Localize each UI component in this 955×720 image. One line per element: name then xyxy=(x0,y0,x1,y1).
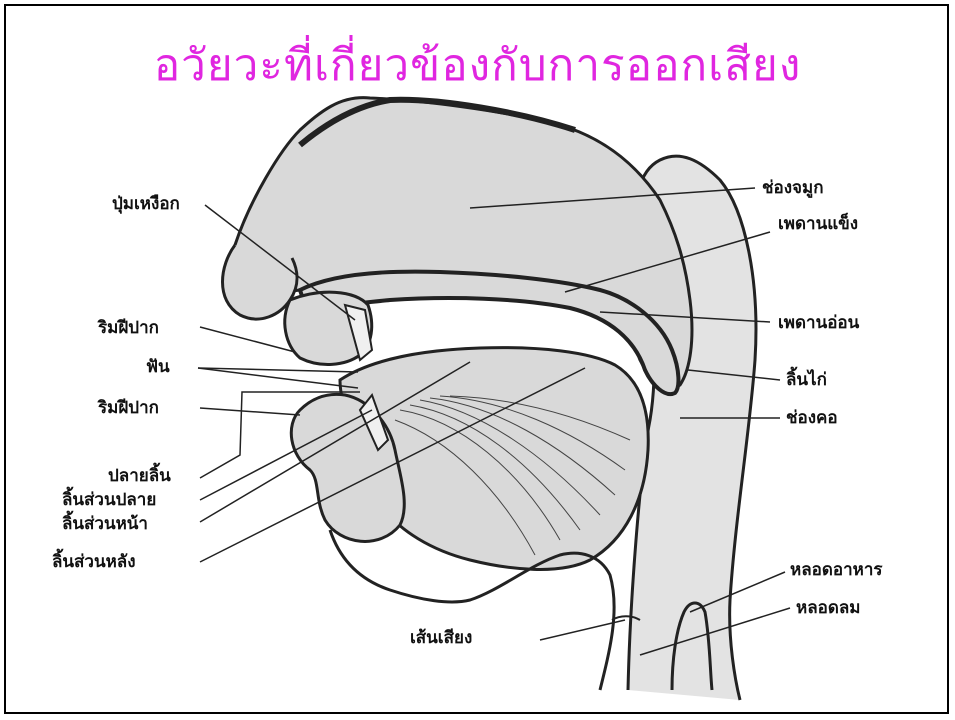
label-trachea: หลอดลม xyxy=(796,598,861,618)
label-nasal-cavity: ช่องจมูก xyxy=(762,178,824,198)
label-teeth: ฟัน xyxy=(146,357,170,377)
label-alveolar-ridge: ปุ่มเหงือก xyxy=(112,194,180,214)
label-tongue-back: ลิ้นส่วนหลัง xyxy=(52,552,136,572)
label-hard-palate: เพดานแข็ง xyxy=(778,214,858,234)
label-tongue-front: ลิ้นส่วนหน้า xyxy=(62,514,148,534)
label-tongue-blade: ลิ้นส่วนปลาย xyxy=(62,490,156,510)
label-soft-palate: เพดานอ่อน xyxy=(778,313,859,333)
label-vocal-cords: เส้นเสียง xyxy=(410,628,472,648)
label-lower-lip: ริมฝีปาก xyxy=(98,398,159,418)
diagram-title: อวัยวะที่เกี่ยวข้องกับการออกเสียง xyxy=(0,30,955,100)
label-upper-lip: ริมฝีปาก xyxy=(98,318,159,338)
label-pharynx: ช่องคอ xyxy=(786,408,838,428)
label-esophagus: หลอดอาหาร xyxy=(790,560,883,580)
label-uvula: ลิ้นไก่ xyxy=(786,370,827,390)
label-tongue-tip: ปลายลิ้น xyxy=(108,466,171,486)
